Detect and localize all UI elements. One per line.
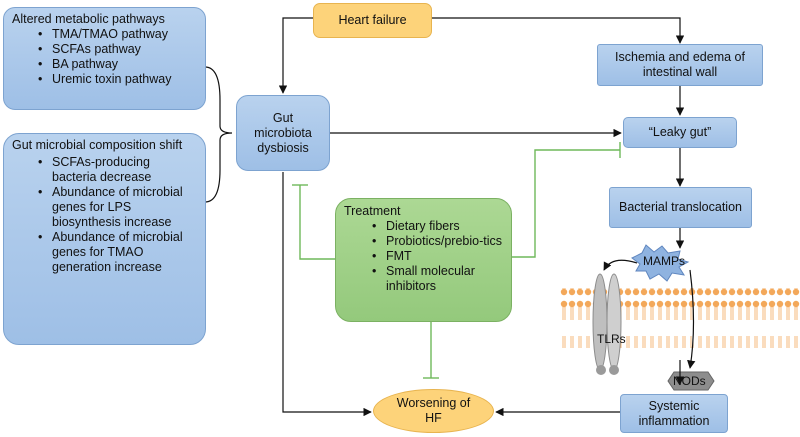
ischemia-node: Ischemia and edema of intestinal wall [597, 44, 763, 86]
worsening-hf-label: Worsening of HF [396, 396, 471, 425]
leaky-gut-label: “Leaky gut” [648, 125, 712, 139]
arrow-gut-to-worsening [282, 172, 372, 417]
metabolic-item: BA pathway [38, 57, 197, 72]
leaky-gut-node: “Leaky gut” [623, 117, 737, 148]
heart-failure-node: Heart failure [313, 3, 432, 38]
metabolic-item: SCFAs pathway [38, 42, 197, 57]
inhibit-line-to-gut [299, 185, 335, 260]
arrow-mamps-to-tlrs [603, 259, 638, 271]
treatment-box: Treatment Dietary fibers Probiotics/preb… [335, 198, 512, 322]
treatment-item: Dietary fibers [372, 219, 503, 234]
composition-item: Abundance of microbial genes for LPS bio… [38, 185, 197, 230]
nods-label: NODs [673, 374, 706, 388]
mamps-starburst [631, 244, 690, 282]
metabolic-item: Uremic toxin pathway [38, 72, 197, 87]
composition-item: SCFAs-producing bacteria decrease [38, 155, 197, 185]
gut-dysbiosis-node: Gut microbiota dysbiosis [236, 95, 330, 171]
tlr-receptor [592, 273, 622, 375]
metabolic-pathways-title: Altered metabolic pathways [12, 12, 165, 26]
metabolic-pathways-box: Altered metabolic pathways TMA/TMAO path… [3, 7, 206, 110]
inhibit-line-to-leaky [512, 149, 620, 258]
ischemia-label: Ischemia and edema of intestinal wall [615, 50, 745, 79]
treatment-item: Probiotics/prebio-tics [372, 234, 503, 249]
arrow-hf-to-ischemia [432, 17, 685, 44]
left-bracket [204, 66, 233, 203]
composition-item: Abundance of microbial genes for TMAO ge… [38, 230, 197, 275]
systemic-inflammation-label: Systemic inflammation [638, 398, 710, 428]
worsening-hf-node: Worsening of HF [373, 389, 494, 433]
arrow-mamps-to-nods [687, 269, 696, 369]
treatment-item: Small molecular inhibitors [372, 264, 503, 294]
tlrs-label: TLRs [597, 332, 626, 346]
composition-shift-box: Gut microbial composition shift SCFAs-pr… [3, 133, 206, 345]
treatment-item: FMT [372, 249, 503, 264]
translocation-node: Bacterial translocation [609, 187, 752, 228]
composition-shift-title: Gut microbial composition shift [12, 138, 183, 152]
metabolic-item: TMA/TMAO pathway [38, 27, 197, 42]
mamps-label: MAMPs [643, 254, 685, 268]
translocation-label: Bacterial translocation [619, 200, 742, 214]
heart-failure-label: Heart failure [338, 13, 407, 27]
systemic-inflammation-node: Systemic inflammation [620, 394, 728, 433]
arrow-hf-to-gut [278, 17, 313, 94]
gut-dysbiosis-label: Gut microbiota dysbiosis [254, 110, 312, 155]
treatment-title: Treatment [344, 204, 401, 218]
